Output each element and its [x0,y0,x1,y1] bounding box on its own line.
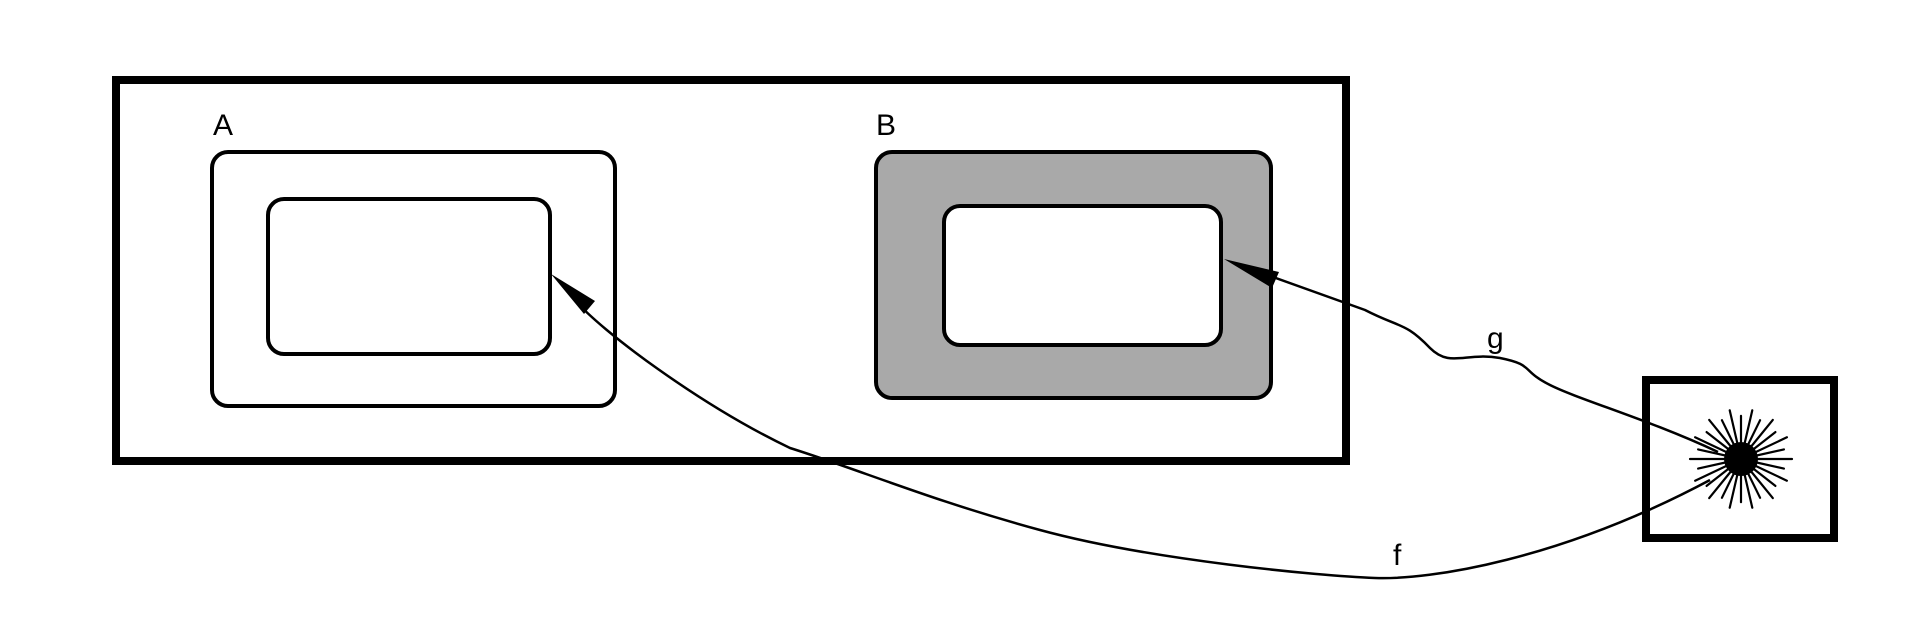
state-a[interactable]: A [210,109,617,408]
transition-f-line [574,299,1711,580]
state-a-inner[interactable] [266,197,552,356]
transition-g-line [1247,266,1719,454]
transition-g-arrowhead [1224,259,1279,288]
transition-g[interactable]: g [1224,259,1719,454]
transition-f-label: f [1393,539,1402,572]
outer-container [112,76,1350,465]
state-b-label: B [876,109,896,142]
transition-f[interactable]: f [551,274,1711,580]
state-b[interactable]: B [874,109,1273,400]
initial-node[interactable] [1642,376,1838,542]
state-b-inner[interactable] [942,204,1223,347]
transition-f-arrowhead [551,274,595,314]
state-a-label: A [213,109,233,142]
starburst-core [1724,442,1758,476]
transition-g-label: g [1487,322,1504,355]
